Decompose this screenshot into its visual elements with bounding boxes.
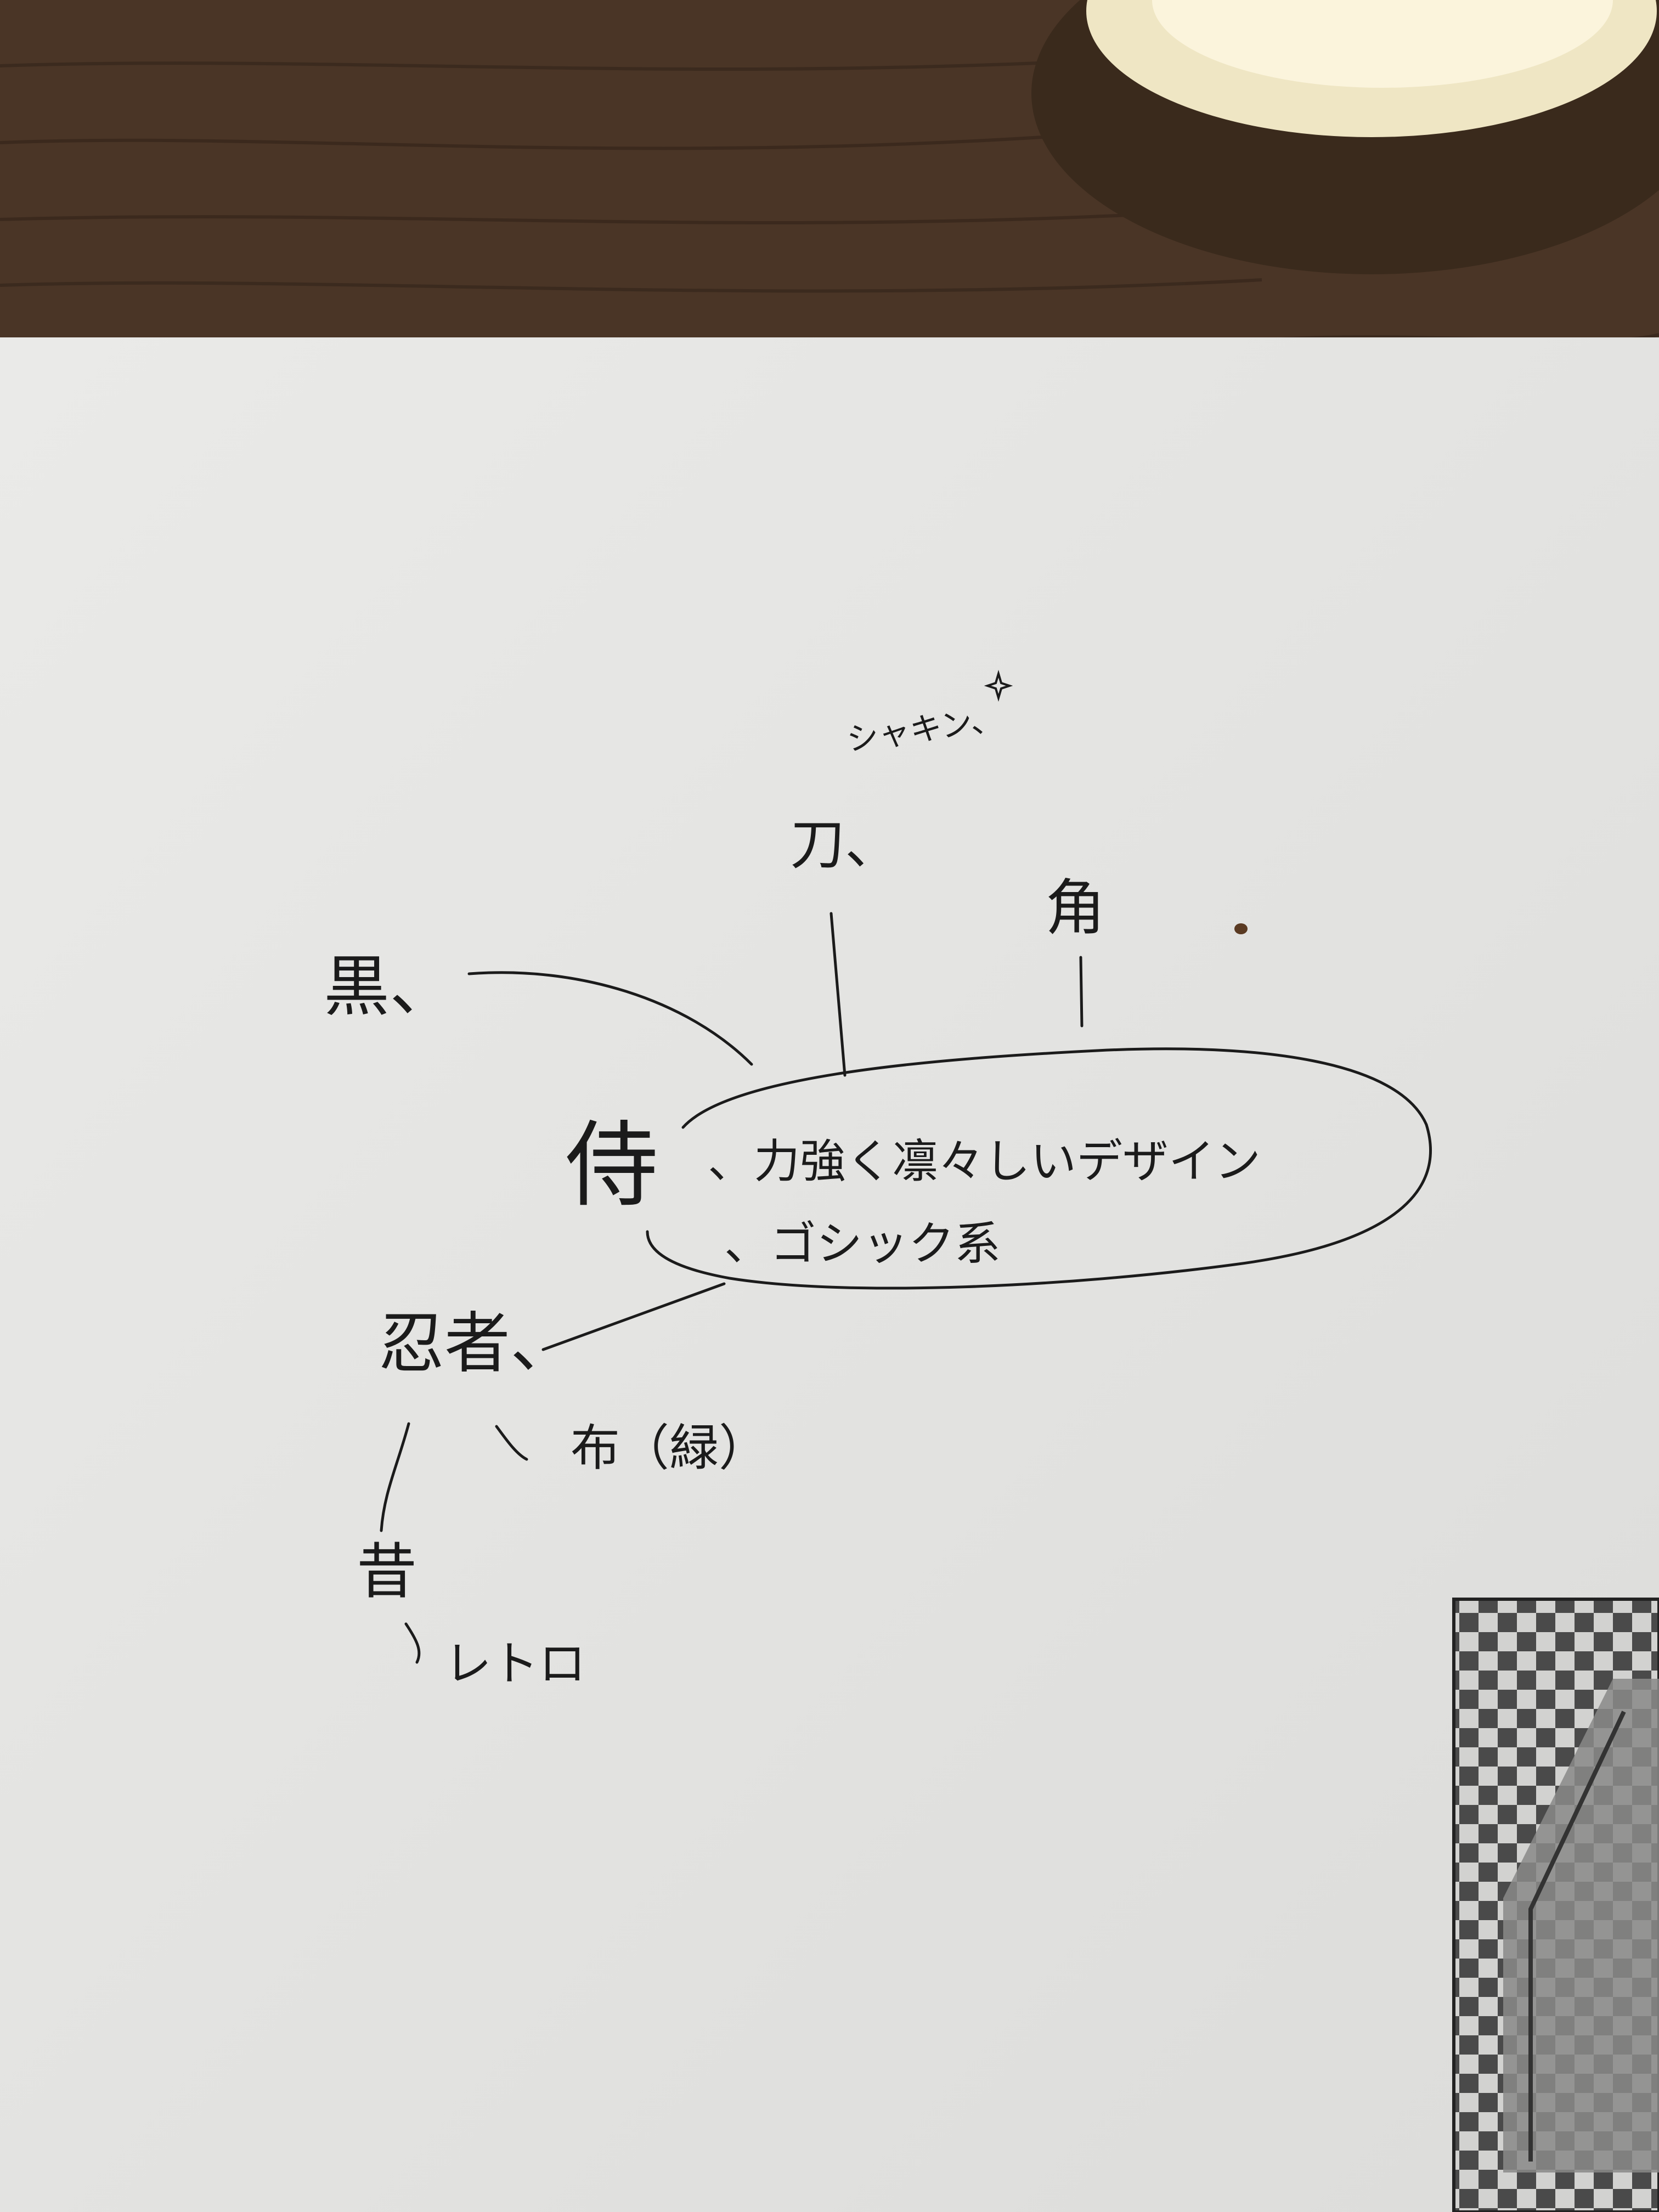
branch-corner: 角 [1045,873,1105,943]
line-to-ninja [541,1282,726,1351]
branch-blade: 刀、 [790,812,900,877]
branch-retro: レトロ [444,1637,586,1691]
line-to-black [467,971,753,1066]
bubble-line-1: 、力強く凛々しいデザイン [708,1135,1261,1188]
wood-grain [0,59,1659,343]
line-to-corner [1079,956,1084,1028]
small-insect [1234,923,1248,934]
line-to-old [380,1422,410,1532]
line-to-retro [404,1622,421,1664]
line-to-blade [830,912,847,1077]
paper-sheet [0,337,1659,2212]
mindmap-lines [380,912,1432,1664]
branch-black: 黒、 [324,949,455,1025]
branch-ninja: 忍者、 [379,1306,576,1382]
mug [1031,0,1659,274]
bubble-line-2: 、ゴシック系 [724,1217,1001,1271]
checkered-drawing [1452,1598,1659,2212]
line-to-cloth [495,1425,528,1461]
sparkle-icon [984,669,1013,702]
bubble-outline [646,1047,1432,1290]
branch-cloth: 布（緑） [571,1419,768,1477]
center-word: 侍 [565,1111,659,1220]
branch-old: 昔 [357,1537,417,1607]
